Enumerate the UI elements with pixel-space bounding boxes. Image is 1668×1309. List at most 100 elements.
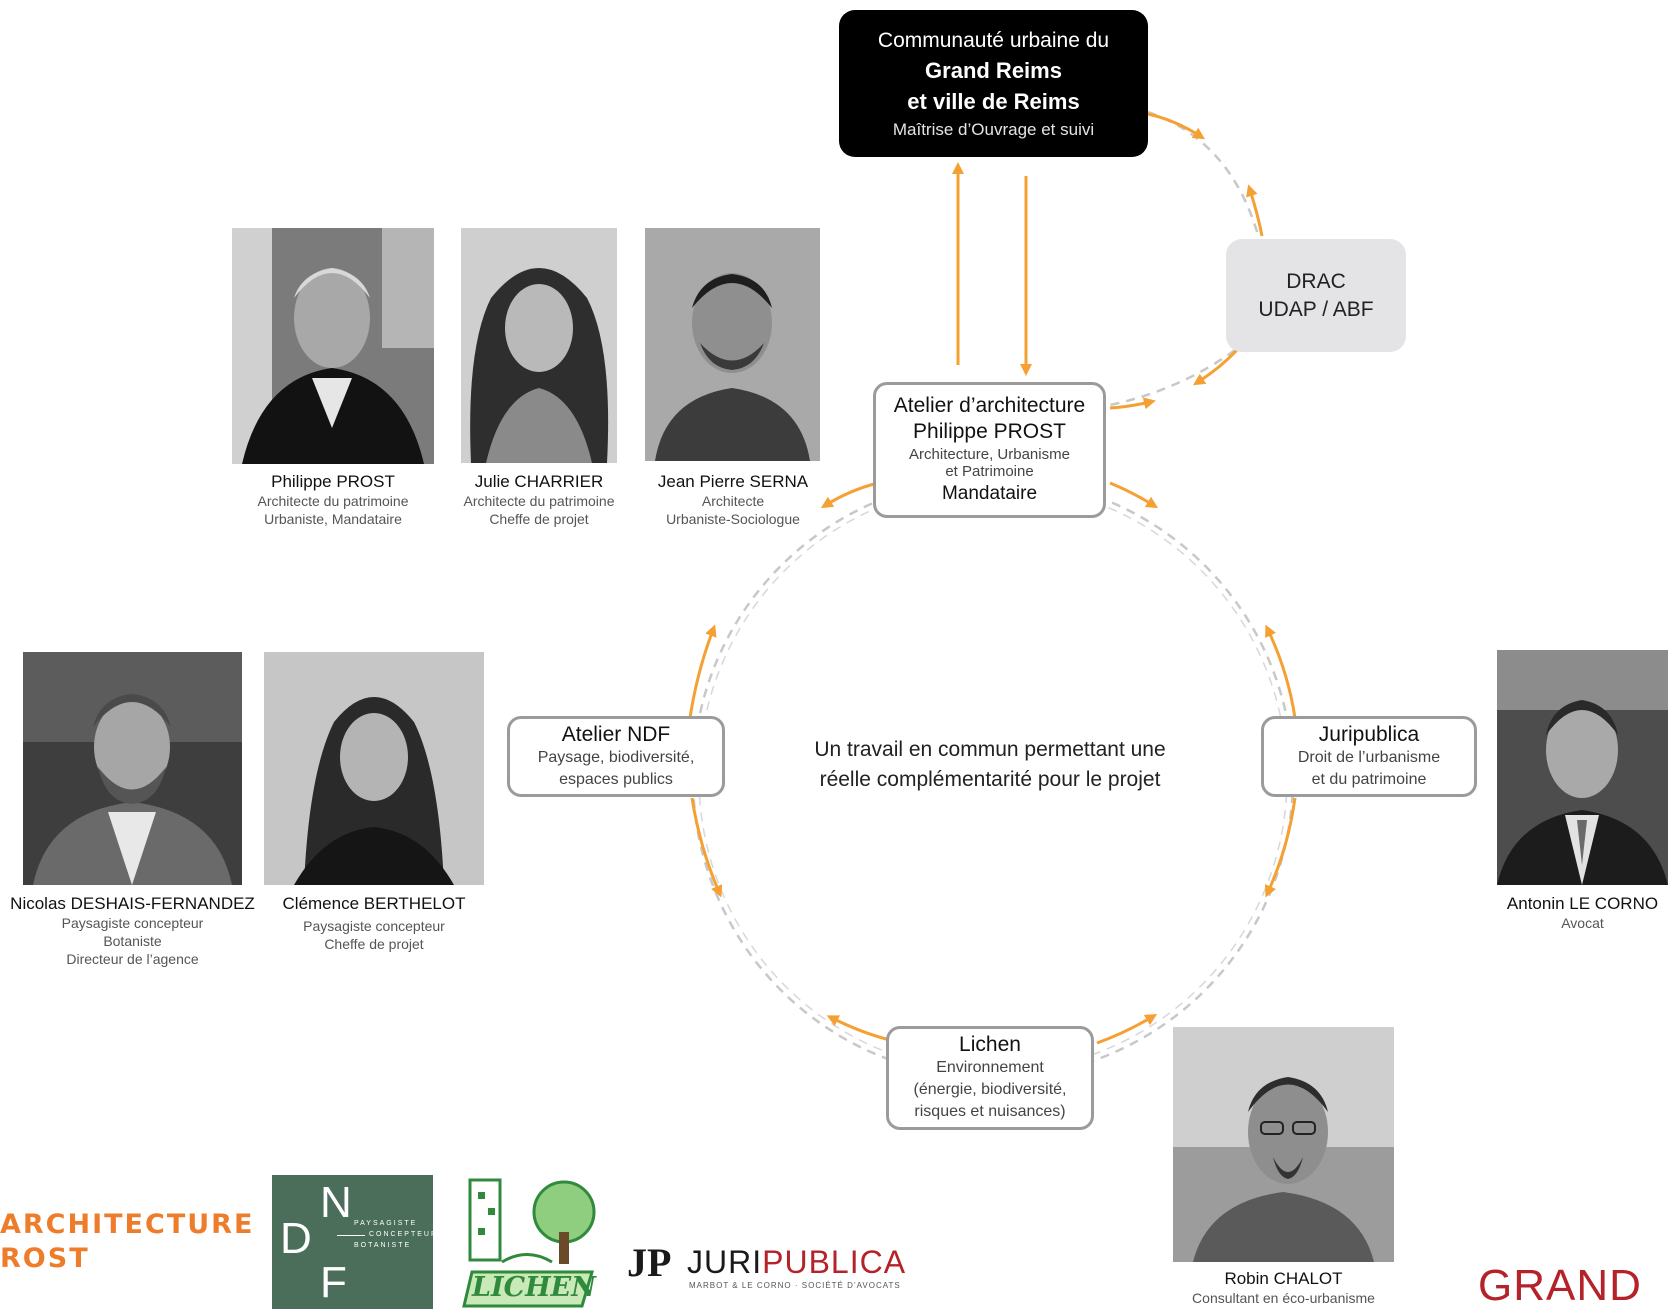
person-name: Clémence BERTHELOT (282, 894, 466, 913)
portrait-philippe-prost (232, 228, 434, 464)
drac-line2: UDAP / ABF (1258, 297, 1374, 321)
logo-ndf-small3: BOTANISTE (354, 1242, 412, 1249)
juripublica-title: Juripublica (1318, 722, 1420, 746)
photo-philippe-prost (232, 228, 434, 464)
person-role: Consultant en éco-urbanisme (1192, 1290, 1375, 1306)
ndf-line1: Paysage, biodiversité, (537, 748, 695, 766)
person-role: Directeur de l’agence (66, 951, 199, 967)
logo-juri-name-a: JURI (687, 1244, 763, 1280)
arrow-mandataire-to-drac (1109, 397, 1156, 410)
mandataire-line4: et Patrimoine (945, 462, 1034, 480)
portrait-antonin-le-corno (1497, 650, 1668, 885)
person-role: Architecte du patrimoine (257, 493, 409, 509)
logo-lichen: LICHEN (452, 1172, 602, 1309)
person-role: Architecte du patrimoine (463, 493, 615, 509)
logo-juri-name-b: PUBLICA (762, 1244, 907, 1280)
portrait-nicolas-deshais-fernandez (23, 652, 242, 885)
logo-juri-name: JURIPUBLICA (687, 1244, 906, 1280)
arrow-lichen-to-juri (1096, 1013, 1158, 1045)
logo-ndf-f: F (320, 1258, 347, 1307)
photo-nicolas-deshais-fernandez (23, 652, 242, 885)
logo-grand-text: GRAND (1478, 1261, 1642, 1309)
lichen-line2: (énergie, biodiversité, (913, 1081, 1067, 1098)
client-box: Communauté urbaine du Grand Reims et vil… (839, 10, 1148, 157)
logo-lichen-text: LICHEN (472, 1272, 596, 1303)
person-name: Nicolas DESHAIS-FERNANDEZ (10, 894, 255, 913)
logo-ndf-small2: CONCEPTEUR (369, 1231, 439, 1238)
person-role: Architecte (701, 493, 765, 509)
arrow-ndf-down (690, 797, 723, 898)
person-role: Paysagiste concepteur (61, 915, 204, 931)
logo-juri-sub: MARBOT & LE CORNO · SOCIÉTÉ D’AVOCATS (689, 1281, 901, 1290)
arrow-drac-to-mandataire (1192, 348, 1239, 386)
person-name: Robin CHALOT (1224, 1269, 1343, 1288)
dashed-client-drac (1147, 110, 1260, 236)
client-line2: Grand Reims (925, 57, 1062, 83)
logo-ndf-n: N (320, 1178, 352, 1227)
person-antonin-le-corno: Antonin LE CORNO Avocat (1497, 893, 1668, 932)
juripublica-box: Juripublica Droit de l’urbanisme et du p… (1261, 716, 1477, 797)
photo-robin-chalot (1173, 1027, 1394, 1262)
person-role: Cheffe de projet (324, 936, 424, 952)
arrow-juri-down (1265, 797, 1297, 898)
arrow-mandataire-to-ndf (820, 481, 879, 509)
person-clemence-berthelot: Clémence BERTHELOT Paysagiste concepteur… (264, 893, 484, 953)
person-role: Avocat (1561, 915, 1604, 931)
person-role: Paysagiste concepteur (303, 918, 445, 934)
logo-ndf: N D F PAYSAGISTE CONCEPTEUR BOTANISTE (272, 1175, 436, 1309)
person-jean-pierre-serna: Jean Pierre SERNA Architecte Urbaniste-S… (633, 471, 833, 528)
lichen-line3: risques et nuisances) (914, 1103, 1066, 1120)
logo-ndf-rule (337, 1235, 365, 1236)
logo-atelier-prost: ARCHITECTURE ROST (0, 1208, 255, 1278)
dashed-drac-mandataire (1109, 348, 1236, 407)
logo-juri-jp: JP (627, 1240, 672, 1285)
mandataire-line2: Philippe PROST (913, 419, 1066, 443)
person-nicolas-deshais-fernandez: Nicolas DESHAIS-FERNANDEZ Paysagiste con… (3, 893, 262, 968)
person-name: Philippe PROST (271, 472, 395, 491)
person-robin-chalot: Robin CHALOT Consultant en éco-urbanisme (1153, 1268, 1414, 1307)
lichen-emblem (462, 1178, 596, 1308)
client-line1: Communauté urbaine du (877, 28, 1110, 52)
center-text-line2: réelle complémentarité pour le projet (819, 768, 1161, 791)
arrow-juri-up (1265, 624, 1297, 719)
arrow-drac-up (1246, 184, 1264, 237)
center-text-line1: Un travail en commun permettant une (814, 738, 1166, 761)
ndf-title: Atelier NDF (561, 722, 671, 746)
portrait-robin-chalot (1173, 1027, 1394, 1262)
logo-prost-line2: ROST (0, 1243, 90, 1274)
photo-julie-charrier (461, 228, 617, 463)
person-role: Botaniste (103, 933, 162, 949)
person-role: Urbaniste, Mandataire (264, 511, 402, 527)
portrait-julie-charrier (461, 228, 617, 463)
logo-juripublica: JP JURIPUBLICA MARBOT & LE CORNO · SOCIÉ… (627, 1240, 947, 1300)
logo-ndf-small1: PAYSAGISTE (354, 1220, 418, 1227)
drac-box: DRAC UDAP / ABF (1226, 239, 1406, 352)
client-line4: Maîtrise d’Ouvrage et suivi (892, 119, 1095, 139)
mandataire-line1: Atelier d’architecture (893, 393, 1086, 417)
person-philippe-prost: Philippe PROST Architecte du patrimoine … (227, 471, 439, 528)
portrait-jean-pierre-serna (645, 228, 820, 461)
arrow-client-to-drac (1147, 112, 1206, 140)
drac-line1: DRAC (1286, 269, 1346, 293)
juripublica-line2: et du patrimoine (1311, 770, 1427, 788)
mandataire-box: Atelier d’architecture Philippe PROST Ar… (873, 382, 1106, 518)
portrait-clemence-berthelot (264, 652, 484, 885)
ndf-line2: espaces publics (559, 770, 673, 788)
mandataire-line5: Mandataire (941, 482, 1038, 504)
person-name: Julie CHARRIER (474, 472, 604, 491)
arrow-lichen-to-ndf (826, 1015, 891, 1042)
arrow-mandataire-to-juri (1109, 481, 1159, 509)
person-name: Antonin LE CORNO (1506, 894, 1659, 913)
client-line3: et ville de Reims (907, 88, 1080, 114)
person-role: Cheffe de projet (489, 511, 589, 527)
lichen-title: Lichen (959, 1033, 1021, 1056)
photo-clemence-berthelot (264, 652, 484, 885)
lichen-box: Lichen Environnement (énergie, biodivers… (886, 1026, 1094, 1130)
person-julie-charrier: Julie CHARRIER Architecte du patrimoine … (450, 471, 628, 528)
juripublica-line1: Droit de l’urbanisme (1297, 748, 1441, 766)
photo-antonin-le-corno (1497, 650, 1668, 885)
logo-ndf-d: D (280, 1214, 312, 1263)
ndf-box: Atelier NDF Paysage, biodiversité, espac… (507, 716, 725, 797)
logo-prost-line1: ARCHITECTURE (0, 1209, 255, 1240)
